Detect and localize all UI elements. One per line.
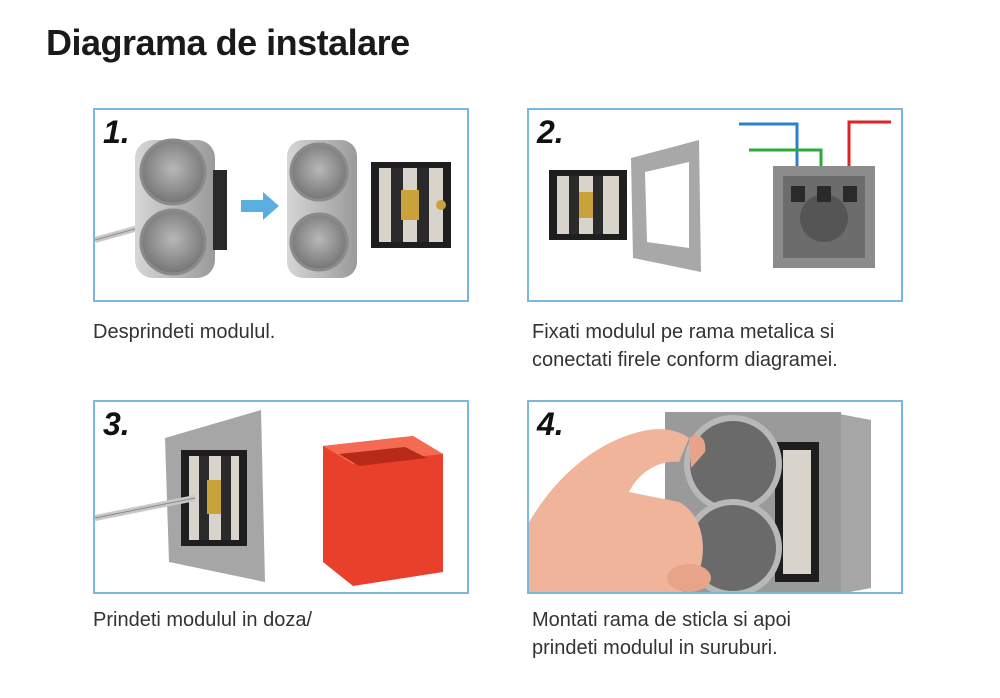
caption-line: prindeti modulul in suruburi. <box>532 637 778 659</box>
page-title: Diagrama de instalare <box>46 22 410 63</box>
socket-back-icon <box>773 166 875 268</box>
step-1-number: 1. <box>103 114 130 150</box>
caption-line: conectati firele conform diagramei. <box>532 349 838 371</box>
caption-line: Prindeti modulul in doza/ <box>93 609 313 631</box>
step-4-illustration <box>529 412 871 592</box>
step-3-number: 3. <box>103 406 130 442</box>
step-2-number: 2. <box>537 114 564 150</box>
step-4-caption: Montati rama de sticla si apoi prindeti … <box>532 606 952 662</box>
caption-line: Desprindeti modulul. <box>93 321 276 343</box>
hand-icon <box>529 429 711 592</box>
caption-line: Montati rama de sticla si apoi <box>532 609 792 631</box>
step-4-number: 4. <box>537 406 564 442</box>
mounting-box-icon <box>323 436 443 586</box>
module-icon <box>371 162 451 248</box>
step-2-caption: Fixati modulul pe rama metalica si conec… <box>532 318 952 374</box>
module-icon <box>549 170 627 240</box>
socket-face-top <box>684 415 782 513</box>
step-3-panel: 3. <box>93 400 469 594</box>
module-icon <box>181 450 247 546</box>
step-2-panel: 2. <box>527 108 903 302</box>
step-4-panel: 4. <box>527 400 903 594</box>
step-3-illustration <box>95 410 443 586</box>
step-1-panel: 1. <box>93 108 469 302</box>
arrow-right-icon <box>241 192 279 220</box>
caption-line: Fixati modulul pe rama metalica si <box>532 321 835 343</box>
step-2-illustration <box>549 120 891 272</box>
step-1-illustration <box>95 138 451 278</box>
step-3-caption: Prindeti modulul in doza/ <box>93 606 473 634</box>
metal-frame-icon <box>631 140 701 272</box>
step-1-caption: Desprindeti modulul. <box>93 318 473 346</box>
